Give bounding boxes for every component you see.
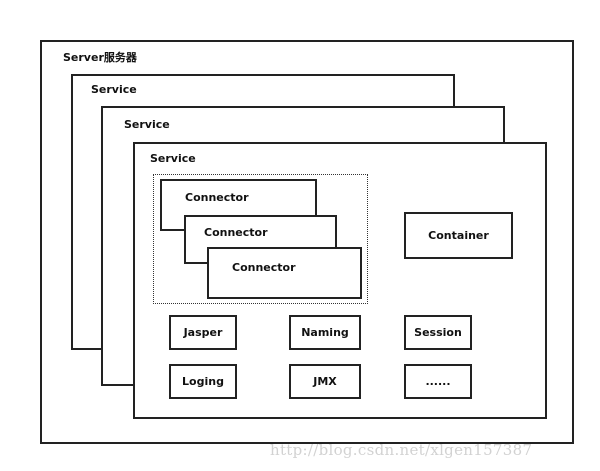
watermark-text: http://blog.csdn.net/xlgen157387 xyxy=(270,441,533,459)
loging-box: Loging xyxy=(169,364,237,399)
loging-label: Loging xyxy=(182,375,224,388)
service-label-3: Service xyxy=(150,152,196,165)
session-box: Session xyxy=(404,315,472,350)
connector-label-2: Connector xyxy=(204,226,268,239)
connector-box-3: Connector xyxy=(207,247,362,299)
jmx-box: JMX xyxy=(289,364,361,399)
connector-label-3: Connector xyxy=(232,261,296,274)
service-label-2: Service xyxy=(124,118,170,131)
naming-box: Naming xyxy=(289,315,361,350)
ellipsis-label: ...... xyxy=(425,375,451,388)
jasper-box: Jasper xyxy=(169,315,237,350)
jmx-label: JMX xyxy=(313,375,337,388)
server-label: Server服务器 xyxy=(63,51,137,64)
connector-group xyxy=(153,174,368,304)
jasper-label: Jasper xyxy=(183,326,223,339)
connector-label-1: Connector xyxy=(185,191,249,204)
service-label-1: Service xyxy=(91,83,137,96)
naming-label: Naming xyxy=(301,326,349,339)
container-box: Container xyxy=(404,212,513,259)
session-label: Session xyxy=(414,326,462,339)
ellipsis-box: ...... xyxy=(404,364,472,399)
container-label: Container xyxy=(428,229,489,242)
